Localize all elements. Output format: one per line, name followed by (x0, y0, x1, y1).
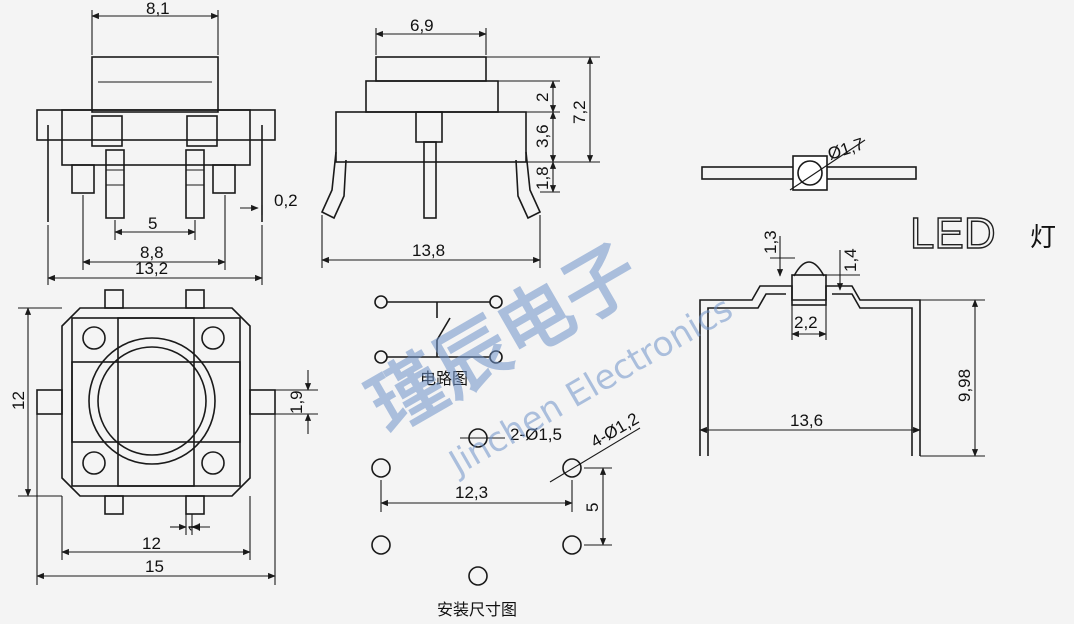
dim-offset: 0,2 (274, 191, 298, 210)
mounting-label: 安装尺寸图 (437, 600, 517, 619)
dim-hole-4: 4-Ø1,2 (588, 409, 643, 451)
dim-side-7-2: 7,2 (570, 100, 589, 124)
top-view: 12 1,9 1 12 15 (9, 289, 318, 585)
dim-led-1-4: 1,4 (841, 248, 860, 272)
dim-mount-12-3: 12,3 (455, 483, 488, 502)
dim-front-top-width: 8,1 (146, 0, 170, 18)
dim-top-12-vertical: 12 (9, 391, 28, 410)
led-top-view: Ø1,7 (701, 134, 917, 191)
dim-top-1-9: 1,9 (287, 390, 306, 414)
front-view: 8,1 0,2 5 8,8 13,2 (36, 0, 298, 285)
dim-led-9-98: 9,98 (955, 369, 974, 402)
dim-side-1-8: 1,8 (533, 166, 552, 190)
circuit-diagram: 电路图 (374, 295, 503, 388)
led-bracket-view: 1,3 1,4 2,2 9,98 13,6 (699, 230, 985, 457)
dim-pin-span: 8,8 (140, 243, 164, 262)
dim-led-2-2: 2,2 (794, 313, 818, 332)
dim-led-dia: Ø1,7 (825, 134, 866, 163)
dim-hole-2: 2-Ø1,5 (510, 425, 562, 444)
dim-mount-5: 5 (583, 503, 602, 512)
dim-side-top-width: 6,9 (410, 16, 434, 35)
dim-top-12-horizontal: 12 (142, 534, 161, 553)
dim-top-1: 1 (185, 523, 204, 532)
dim-body-width: 13,2 (135, 259, 168, 278)
side-view: 6,9 2 3,6 1,8 7,2 13,8 (320, 16, 600, 268)
dim-pin-pitch: 5 (148, 214, 157, 233)
dim-side-2: 2 (533, 93, 552, 102)
dim-side-width: 13,8 (412, 241, 445, 260)
dim-led-1-3: 1,3 (761, 230, 780, 254)
circuit-label: 电路图 (420, 369, 468, 388)
dim-side-3-6: 3,6 (533, 124, 552, 148)
led-label: LED (910, 209, 996, 258)
dim-top-15: 15 (145, 557, 164, 576)
led-label-cn: 灯 (1030, 223, 1056, 253)
dim-led-13-6: 13,6 (790, 411, 823, 430)
